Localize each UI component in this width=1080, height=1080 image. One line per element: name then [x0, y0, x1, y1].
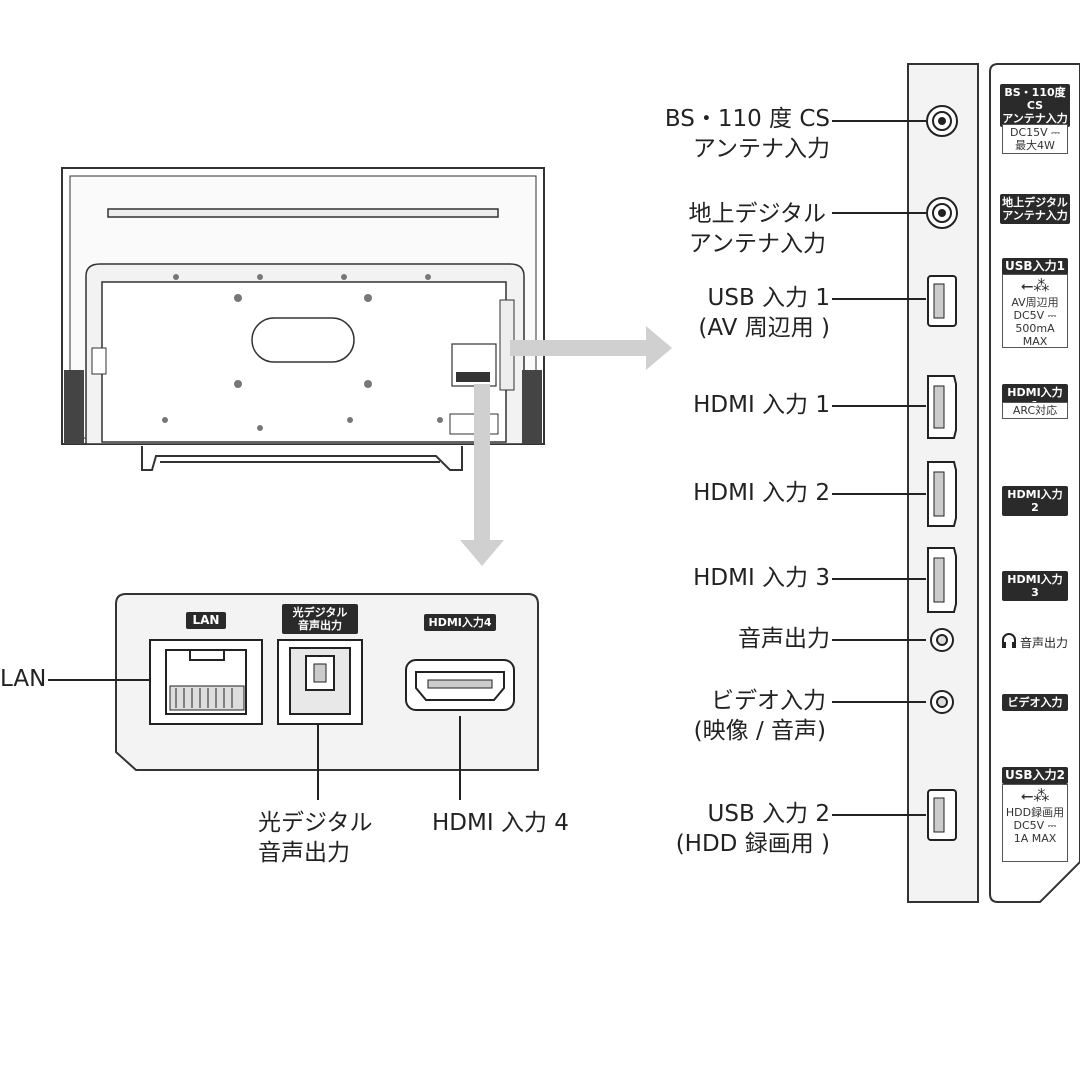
video-in-jack [930, 690, 954, 714]
usb2-label-2: (HDD 録画用 ) [675, 831, 830, 857]
headphone-icon [1000, 632, 1018, 650]
video-in-badge: ビデオ入力 [1002, 694, 1068, 711]
usb1-label-2: (AV 周辺用 ) [698, 315, 830, 341]
usb1-port [927, 275, 957, 327]
hdmi3-label: HDMI 入力 3 [693, 565, 830, 591]
lan-badge: LAN [186, 612, 226, 629]
usb2-label-1: USB 入力 2 [707, 801, 830, 827]
usb-icon: ⭠⁂ [1020, 786, 1050, 805]
usb1-spec-box: ⭠⁂ AV周辺用 DC5V ⎓ 500mA MAX [1002, 274, 1068, 348]
hdmi4-port [405, 659, 515, 711]
usb1-badge: USB入力1 [1002, 258, 1068, 275]
hdmi2-badge: HDMI入力2 [1002, 486, 1068, 516]
audio-out-jack [930, 628, 954, 652]
terrestrial-antenna-port [926, 197, 958, 229]
optical-label-2: 音声出力 [258, 840, 350, 866]
bs-cs-spec: DC15V ⎓ 最大4W [1002, 124, 1068, 154]
tv-back-view [61, 167, 545, 471]
terrestrial-label-1: 地上デジタル [688, 201, 826, 227]
video-in-label-2: (映像 / 音声) [693, 718, 826, 744]
hdmi1-port [927, 375, 957, 439]
hdmi4-badge: HDMI入力4 [424, 614, 496, 631]
hdmi1-label: HDMI 入力 1 [693, 392, 830, 418]
bs-cs-antenna-port [926, 105, 958, 137]
usb2-spec-box: ⭠⁂ HDD録画用 DC5V ⎓ 1A MAX [1002, 784, 1068, 862]
usb1-label-1: USB 入力 1 [707, 285, 830, 311]
terrestrial-label-2: アンテナ入力 [688, 231, 826, 257]
optical-audio-port [277, 639, 363, 725]
hdmi2-label: HDMI 入力 2 [693, 480, 830, 506]
hdmi4-label: HDMI 入力 4 [432, 810, 569, 836]
audio-out-label: 音声出力 [738, 626, 830, 652]
audio-out-badge: 音声出力 [1020, 636, 1069, 650]
usb1-spec: AV周辺用 DC5V ⎓ 500mA MAX [1011, 296, 1059, 348]
hdmi3-port [927, 547, 957, 613]
optical-badge: 光デジタル 音声出力 [282, 604, 358, 634]
bs-cs-badge: BS・110度CS アンテナ入力 [1000, 84, 1070, 127]
hdmi3-badge: HDMI入力3 [1002, 571, 1068, 601]
terrestrial-badge: 地上デジタル アンテナ入力 [1000, 194, 1070, 224]
lan-label: LAN [0, 666, 47, 692]
bs-cs-label-1: BS・110 度 CS [664, 106, 830, 132]
usb2-badge: USB入力2 [1002, 767, 1068, 784]
usb2-port [927, 789, 957, 841]
bs-cs-label-2: アンテナ入力 [692, 136, 830, 162]
lan-port [149, 639, 263, 725]
optical-label-1: 光デジタル [258, 810, 373, 836]
video-in-label-1: ビデオ入力 [711, 688, 826, 714]
hdmi1-spec: ARC対応 [1002, 402, 1068, 419]
arrow-icon [460, 326, 672, 566]
usb2-spec: HDD録画用 DC5V ⎓ 1A MAX [1005, 806, 1065, 845]
hdmi2-port [927, 461, 957, 527]
usb-icon: ⭠⁂ [1020, 276, 1050, 295]
